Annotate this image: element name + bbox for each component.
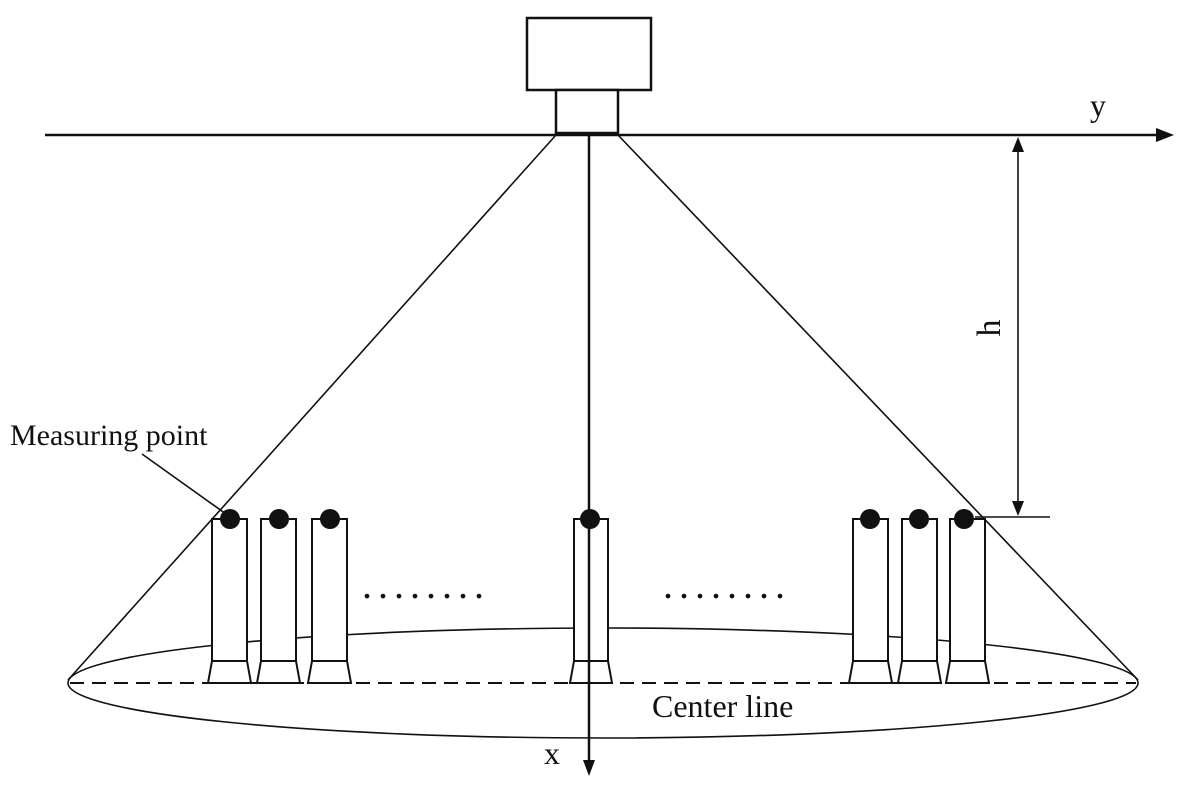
pole-right-1	[852, 518, 889, 662]
pole-right-2-base	[896, 660, 943, 684]
height-arrow-top	[1012, 137, 1024, 152]
fov-left-boundary	[67, 134, 557, 681]
pole-right-2	[901, 518, 938, 662]
pole-left-1	[211, 518, 248, 662]
height-arrow-bottom	[1012, 501, 1024, 516]
measuring-point-center	[580, 509, 600, 529]
sensor-device	[525, 16, 653, 135]
pole-left-1-base	[206, 660, 253, 684]
sensor-mount	[554, 88, 620, 135]
pole-left-3	[311, 518, 348, 662]
center-line-label: Center line	[652, 688, 793, 724]
pole-center-base	[568, 660, 614, 684]
measuring-point-right-1	[860, 509, 880, 529]
y-axis-label: y	[1090, 87, 1106, 123]
measuring-point-right-3	[954, 509, 974, 529]
x-axis-label: x	[544, 735, 560, 771]
pole-center	[573, 518, 609, 662]
ellipsis-left: ........	[362, 562, 490, 607]
pole-left-3-base	[306, 660, 353, 684]
pole-right-1-base	[847, 660, 894, 684]
measuring-points	[220, 509, 974, 529]
pole-right-3	[949, 518, 986, 662]
x-axis-arrowhead	[583, 760, 595, 776]
measuring-point-label: Measuring point	[10, 419, 208, 452]
pole-left-2	[260, 518, 297, 662]
measuring-point-left-2	[269, 509, 289, 529]
measuring-point-right-2	[909, 509, 929, 529]
sensor-body	[525, 16, 653, 92]
measuring-point-leader	[141, 453, 227, 515]
pole-right-3-base	[944, 660, 991, 684]
pole-left-2-base	[255, 660, 302, 684]
poles-group	[206, 518, 991, 684]
fov-right-boundary	[617, 134, 1139, 681]
y-axis-arrowhead	[1156, 128, 1174, 142]
height-label: h	[971, 320, 1008, 337]
measuring-point-left-3	[320, 509, 340, 529]
ellipsis-right: ........	[663, 562, 791, 607]
